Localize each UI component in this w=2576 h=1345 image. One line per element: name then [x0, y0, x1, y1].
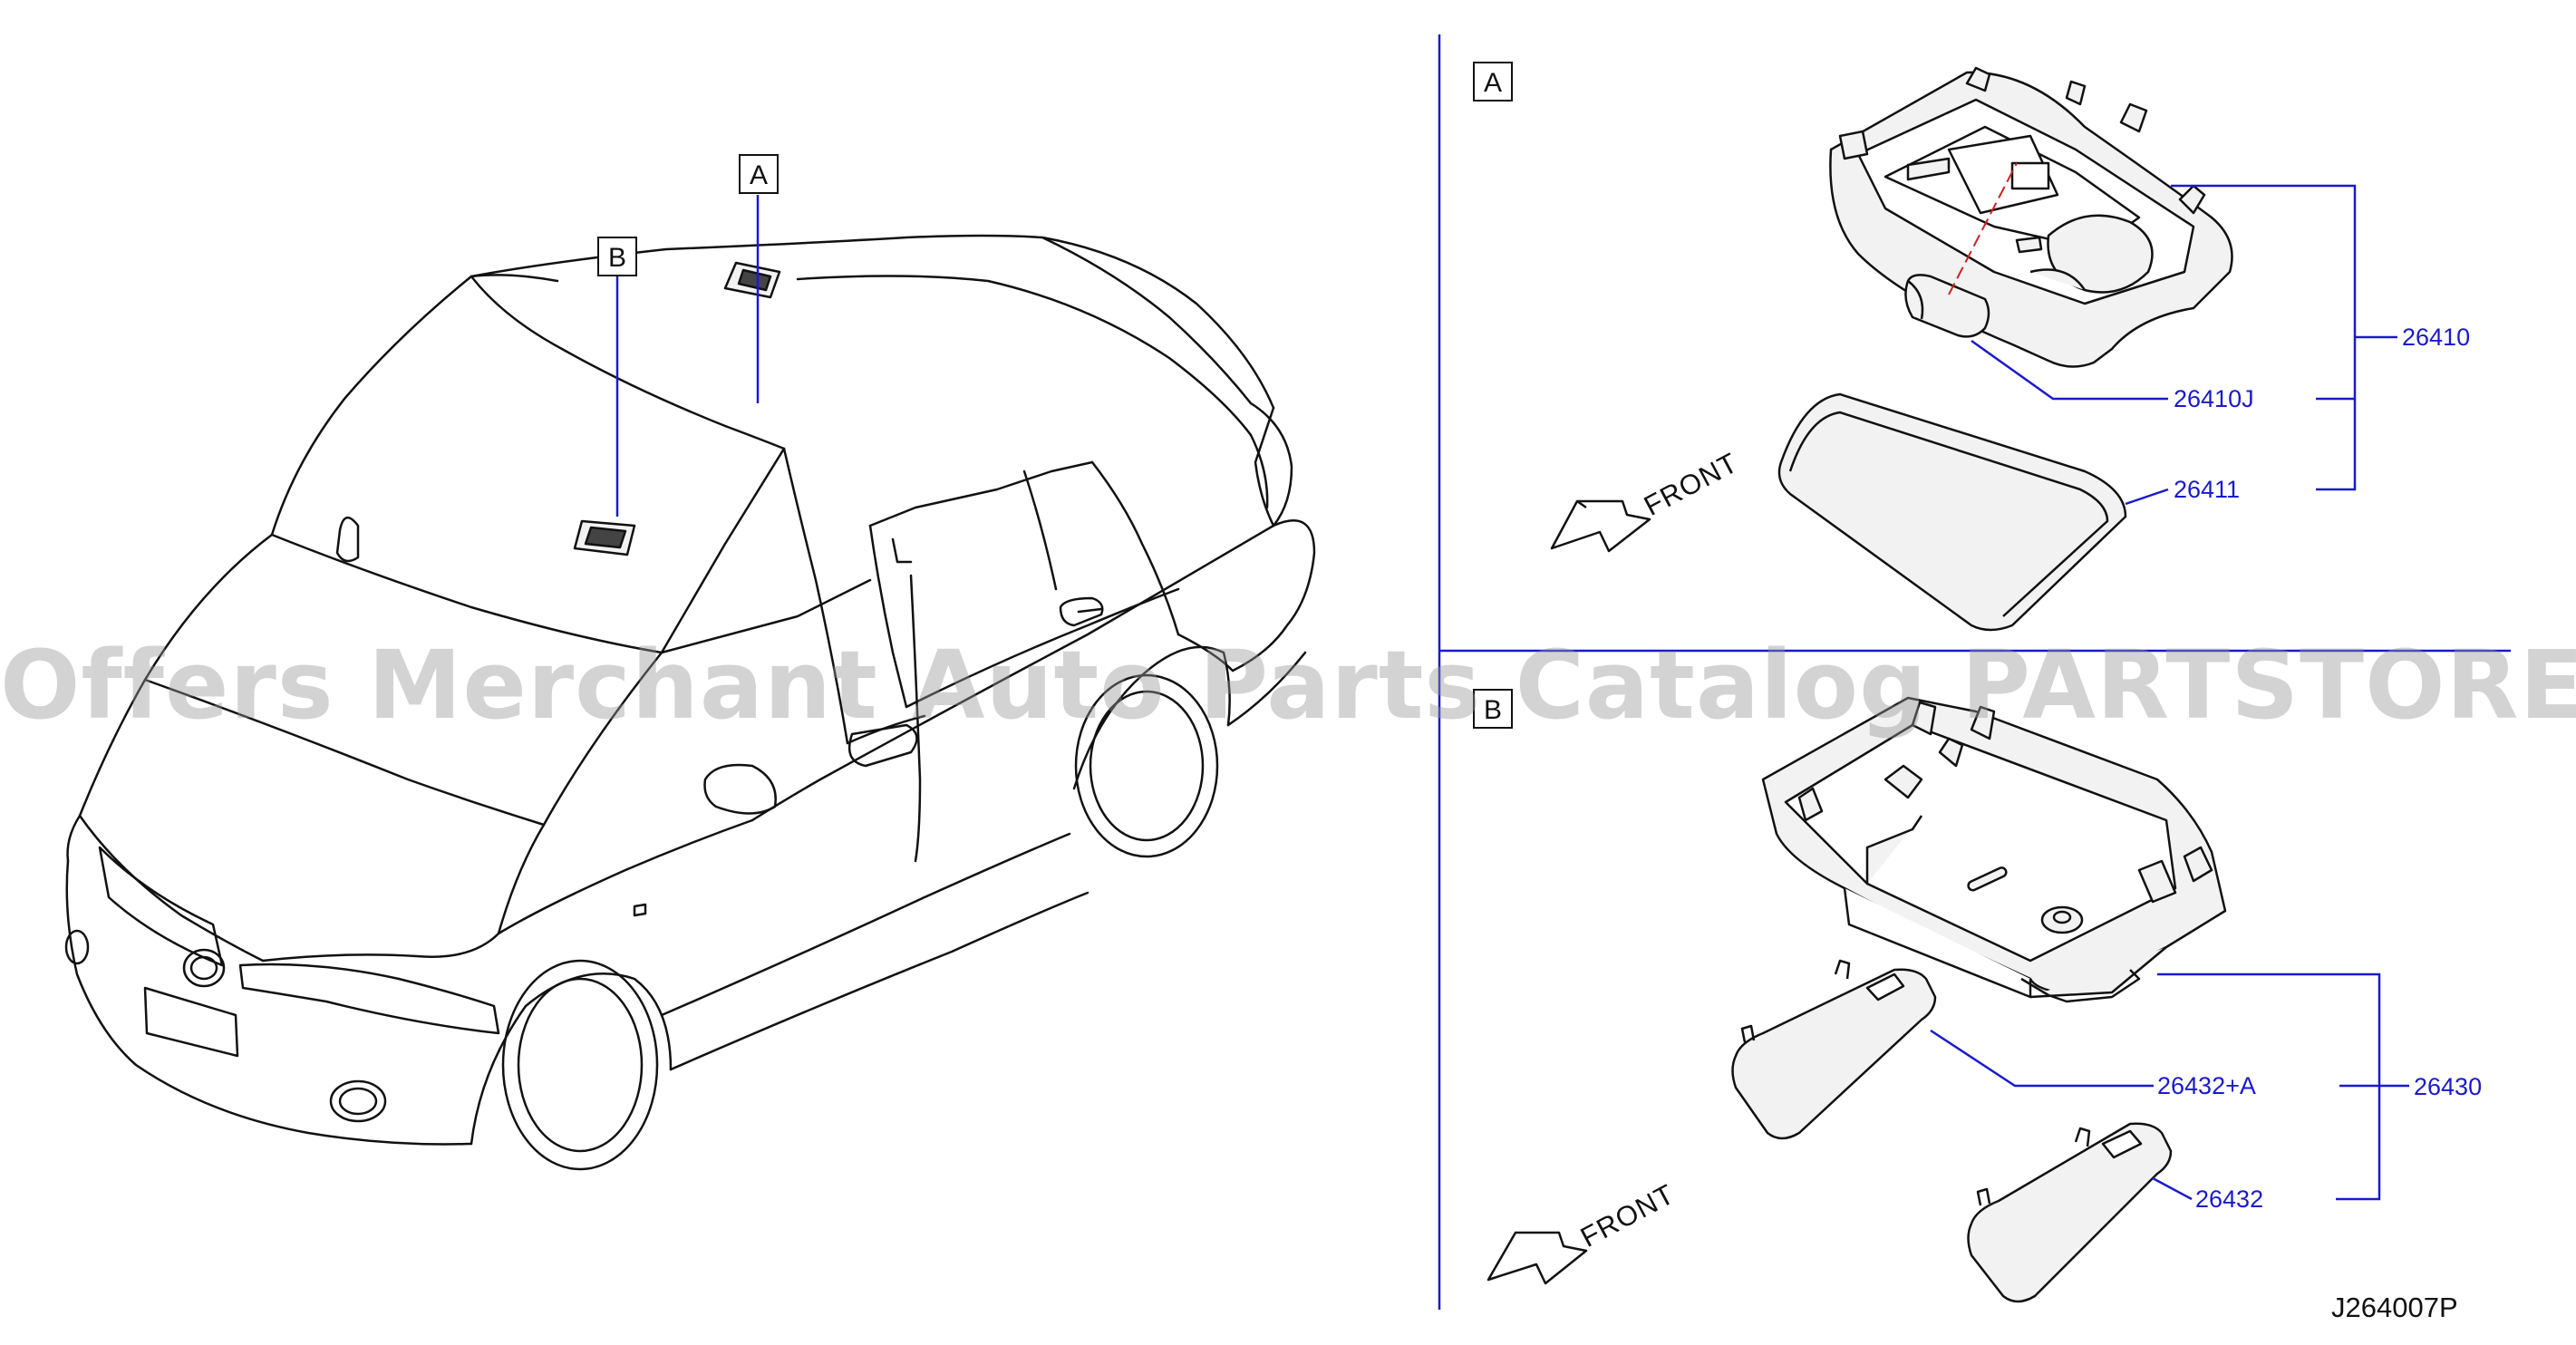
part-number-26411[interactable]: 26411: [2174, 476, 2241, 503]
section-b-leaders: [1930, 972, 2409, 1201]
room-lamp-assembly: [1731, 696, 2227, 1303]
callout-b-label: B: [597, 237, 637, 276]
part-number-26432[interactable]: 26432: [2195, 1185, 2264, 1213]
part-number-26410j[interactable]: 26410J: [2174, 385, 2254, 412]
diagram-id: J264007P: [2331, 1292, 2458, 1323]
callout-a-label: A: [739, 154, 779, 194]
part-number-26410[interactable]: 26410: [2402, 324, 2471, 351]
section-a-label: A: [1473, 62, 1513, 102]
part-number-26430[interactable]: 26430: [2414, 1073, 2483, 1100]
section-a-leaders: [1971, 184, 2397, 506]
watermark-text: Offers Merchant Auto Parts Catalog PARTS…: [0, 630, 2576, 740]
section-dividers: [1438, 34, 2511, 1310]
bulb-axis-line: [1948, 162, 2018, 295]
front-arrow-bottom-icon: [1487, 1231, 1588, 1285]
front-arrow-top-icon: [1550, 499, 1651, 553]
part-number-26432a[interactable]: 26432+A: [2157, 1072, 2256, 1099]
car-outline-illustration: [64, 234, 1316, 1171]
section-b-label: B: [1473, 689, 1513, 729]
car-callout-leaders: [615, 195, 760, 517]
map-lamp-assembly: [1777, 66, 2233, 632]
